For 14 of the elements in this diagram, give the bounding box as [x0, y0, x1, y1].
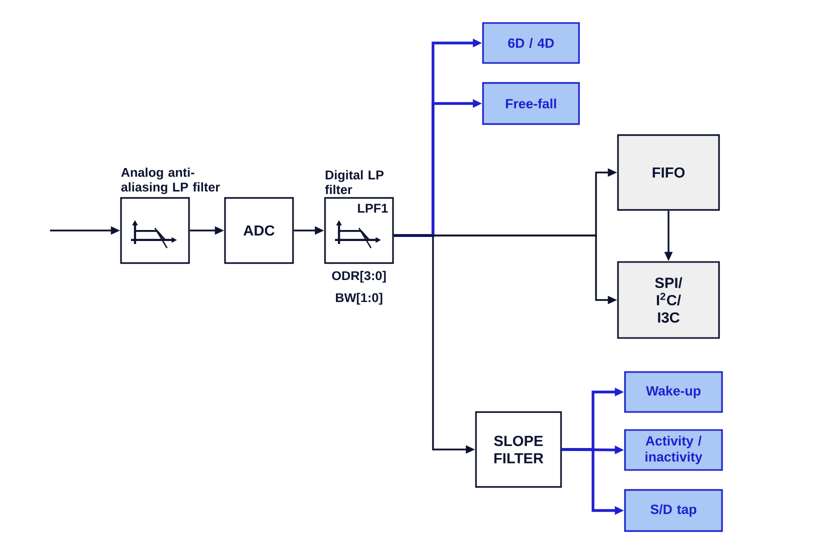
event-box: S/D tap: [624, 489, 723, 532]
event-box: Wake-up: [624, 371, 723, 413]
event-box: Free-fall: [482, 82, 580, 125]
event-box: 6D / 4D: [482, 22, 580, 64]
event-box: Activity / inactivity: [624, 429, 723, 471]
filter-heading: Analog anti-aliasing LP filter: [121, 168, 220, 194]
process-box: SPI/ I$^{2}$C/ I3C: [617, 261, 720, 339]
register-label: BW[1:0]: [336, 292, 382, 305]
filter-heading: Digital LP filter: [325, 170, 384, 194]
process-box: FIFO: [617, 134, 720, 211]
process-box: ADC: [224, 197, 294, 264]
register-label: ODR[3:0]: [332, 270, 386, 283]
block-label: LPF1: [358, 204, 388, 213]
process-box: SLOPE FILTER: [475, 411, 562, 488]
